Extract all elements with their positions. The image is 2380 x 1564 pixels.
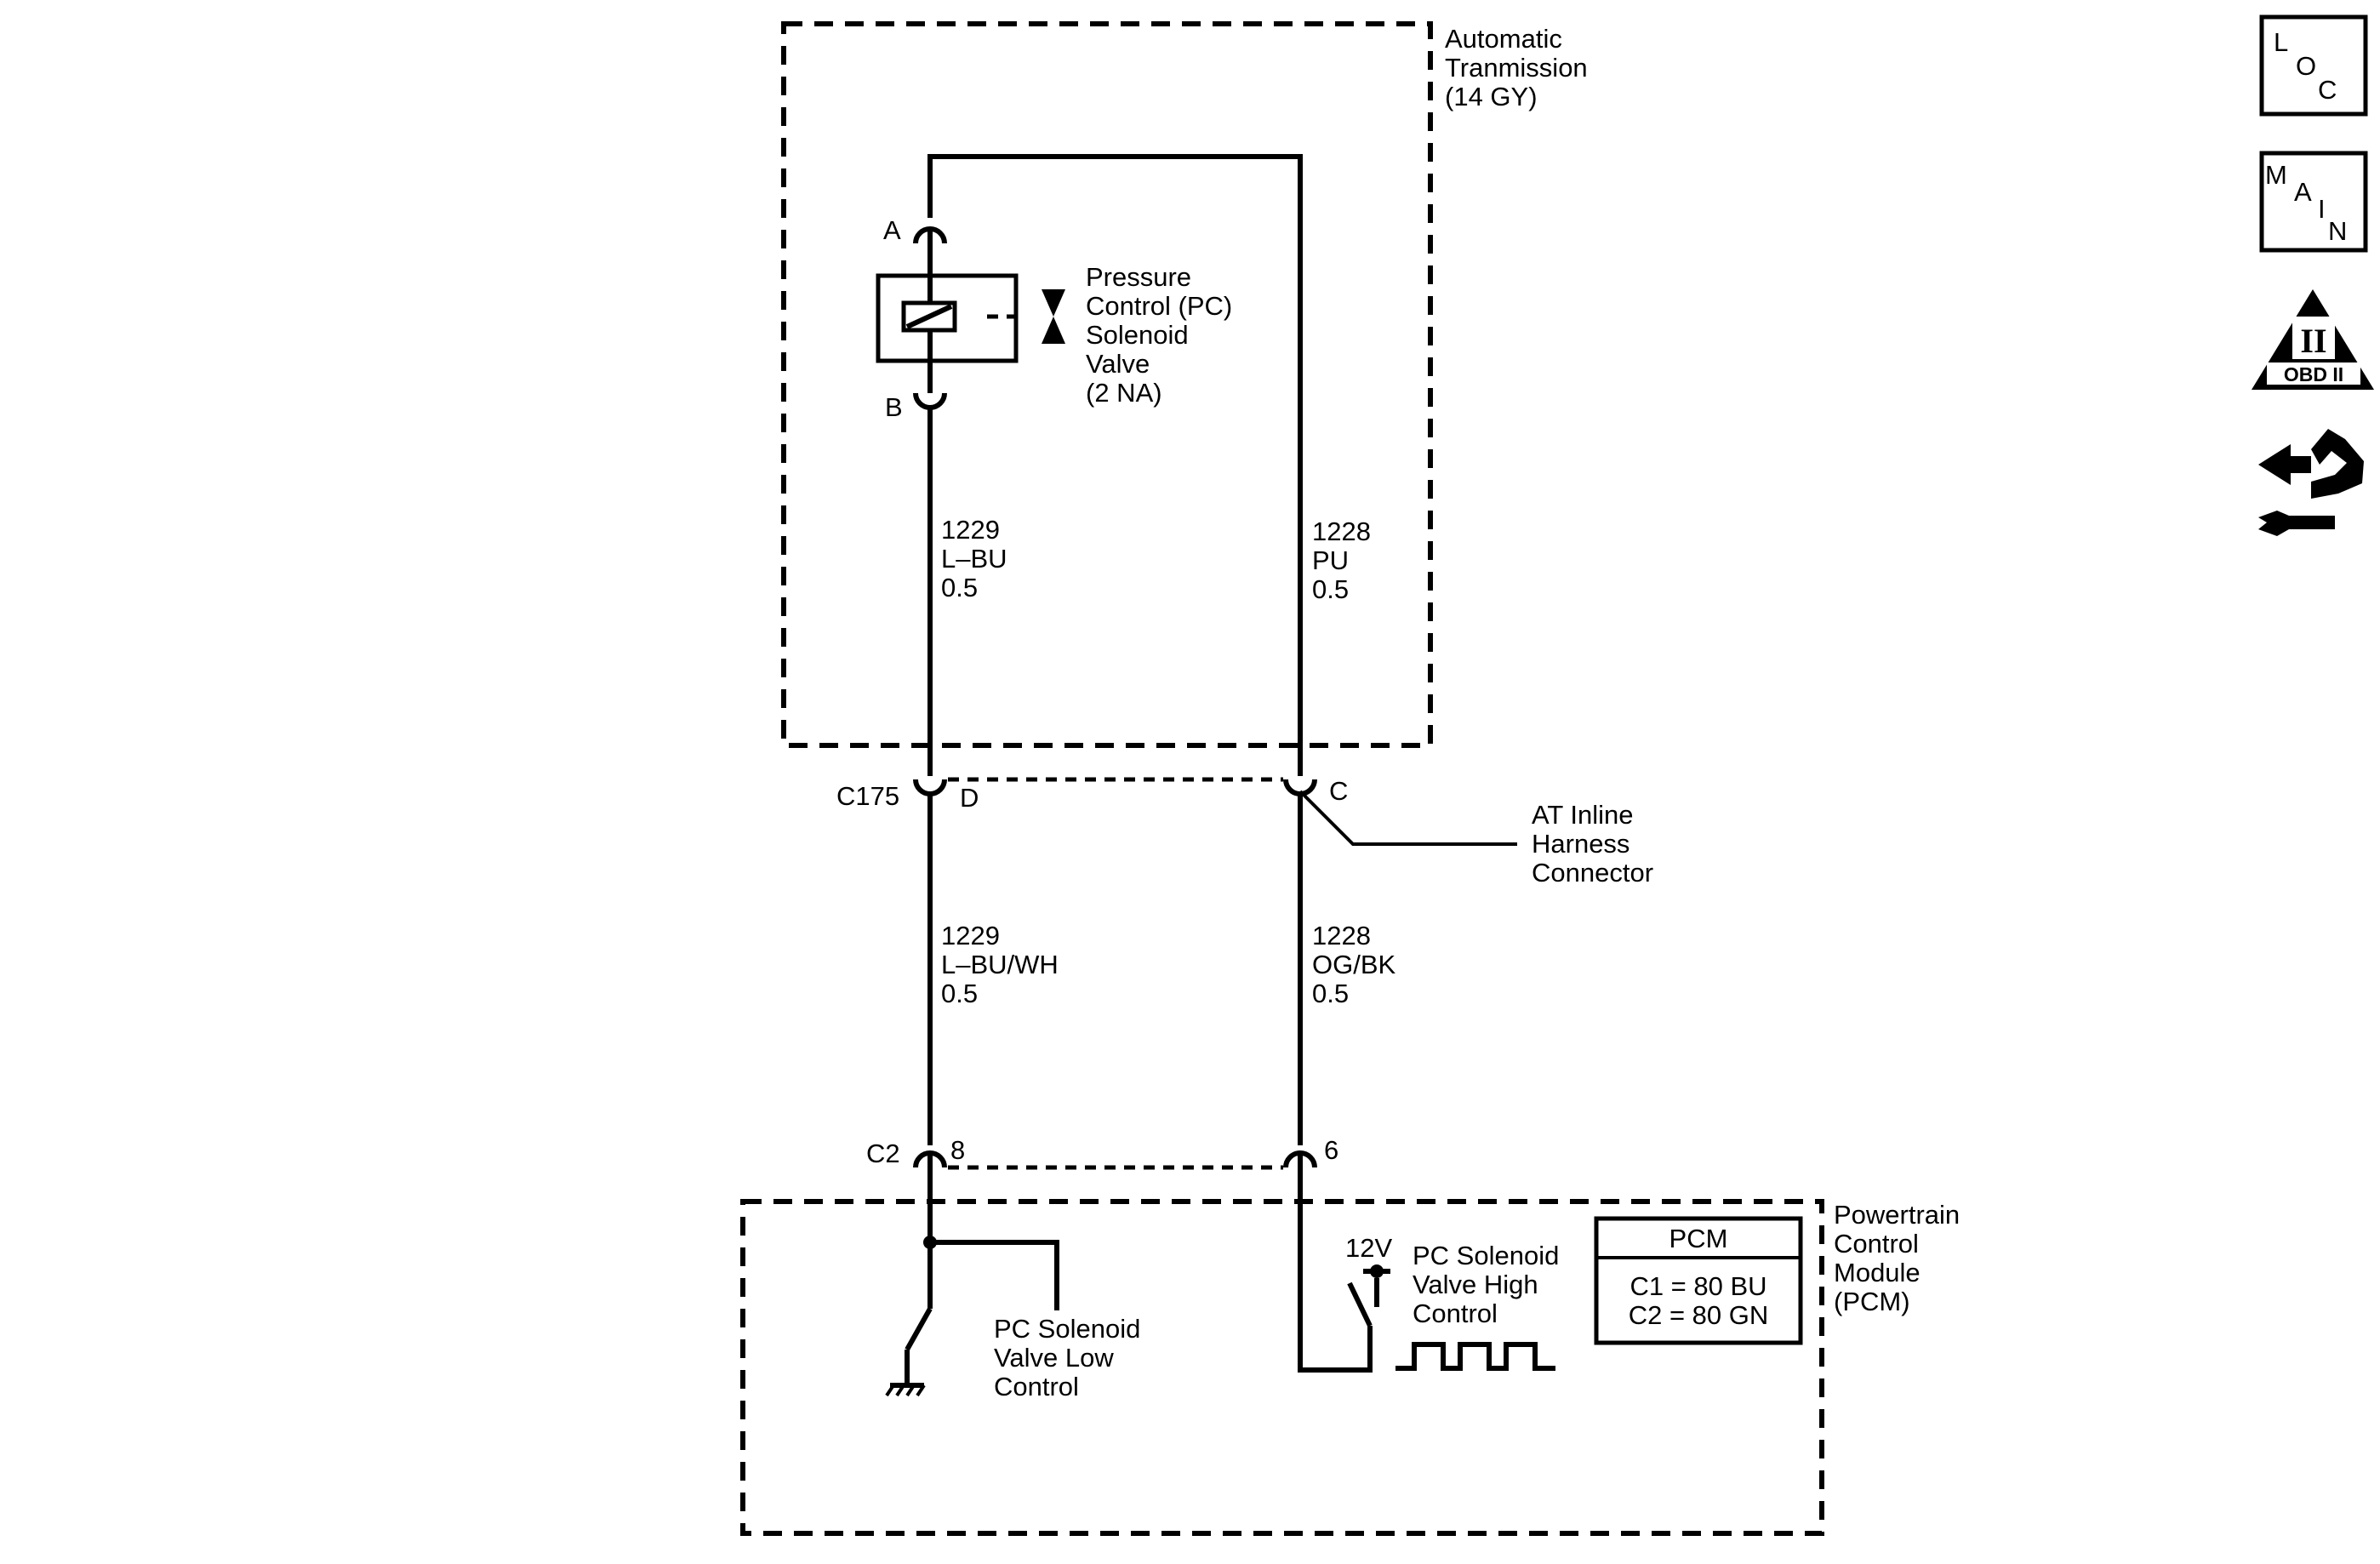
wire-right-bottom-line-2: OG/BK xyxy=(1312,950,1396,979)
wire-right-bottom-line-3: 0.5 xyxy=(1312,979,1349,1008)
low-control-line-2: Valve Low xyxy=(994,1343,1114,1373)
pcm-label-line-1: Powertrain xyxy=(1834,1200,1960,1230)
pcm-label: Powertrain Control Module (PCM) xyxy=(1834,1200,1960,1316)
pwm-waveform xyxy=(1395,1342,1555,1371)
wire-left-top-line-1: 1229 xyxy=(941,515,1000,545)
obd-numeral-plate xyxy=(2292,317,2335,359)
pin-b-connector xyxy=(913,361,947,410)
main-letter-a: A xyxy=(2294,177,2312,207)
solenoid-valve xyxy=(876,273,1065,363)
pin-b-label: B xyxy=(885,392,903,422)
transmission-label-line-2: Tranmission xyxy=(1445,53,1588,83)
solenoid-label-line-2: Control (PC) xyxy=(1086,291,1232,321)
solenoid-label-line-4: Valve xyxy=(1086,349,1150,379)
main-button[interactable]: M A I N xyxy=(2259,151,2368,253)
obd-text: OBD II xyxy=(2284,363,2343,385)
low-control-line-1: PC Solenoid xyxy=(994,1314,1140,1344)
solenoid-label-line-5: (2 NA) xyxy=(1086,378,1162,408)
loc-letter-c: C xyxy=(2318,75,2337,105)
harness-label-line-3: Connector xyxy=(1532,858,1653,888)
pcm-table-row-2: C2 = 80 GN xyxy=(1629,1300,1769,1330)
wire-right-top-line-1: 1228 xyxy=(1312,517,1371,546)
c2-label: C2 xyxy=(866,1139,900,1168)
pcm-connector-table: PCM C1 = 80 BU C2 = 80 GN xyxy=(1594,1216,1803,1345)
harness-label: AT Inline Harness Connector xyxy=(1532,800,1653,888)
loc-letter-l: L xyxy=(2274,27,2288,57)
high-control-label: PC Solenoid Valve High Control xyxy=(1413,1241,1559,1328)
low-control-label: PC Solenoid Valve Low Control xyxy=(994,1314,1140,1401)
connector-tool-icon[interactable] xyxy=(2258,429,2364,536)
solenoid-label-line-3: Solenoid xyxy=(1086,320,1189,350)
pin-6-label: 6 xyxy=(1324,1135,1338,1165)
wire-label-left-bottom: 1229 L–BU/WH 0.5 xyxy=(941,921,1059,1008)
wire-right-bottom-line-1: 1228 xyxy=(1312,921,1371,950)
pin-c-label: C xyxy=(1329,776,1348,806)
wire-right-top-line-3: 0.5 xyxy=(1312,574,1349,604)
wire-top-loop xyxy=(927,154,1303,742)
main-letter-i: I xyxy=(2318,194,2326,224)
pcm-label-line-3: Module xyxy=(1834,1258,1921,1287)
pcm-boundary xyxy=(740,1199,1824,1536)
pcm-label-line-2: Control xyxy=(1834,1229,1919,1259)
pin-8-label: 8 xyxy=(950,1135,965,1165)
harness-label-line-2: Harness xyxy=(1532,829,1629,859)
pcm-table-row-1: C1 = 80 BU xyxy=(1629,1271,1766,1301)
c175-label: C175 xyxy=(836,781,899,811)
low-side-driver xyxy=(885,1202,1059,1397)
obd-text-plate xyxy=(2267,362,2360,385)
high-control-line-3: Control xyxy=(1413,1299,1498,1328)
wire-label-right-bottom: 1228 OG/BK 0.5 xyxy=(1312,921,1396,1008)
high-side-driver xyxy=(1298,1202,1390,1373)
transmission-label-line-1: Automatic xyxy=(1445,24,1562,54)
wire-left-top-line-2: L–BU xyxy=(941,544,1007,574)
pin-a-connector xyxy=(913,226,947,276)
main-letter-n: N xyxy=(2328,216,2347,246)
high-control-line-2: Valve High xyxy=(1413,1270,1538,1299)
solenoid-label-line-1: Pressure xyxy=(1086,262,1191,292)
wire-left-top-line-3: 0.5 xyxy=(941,573,978,602)
pcm-label-line-4: (PCM) xyxy=(1834,1287,1910,1316)
transmission-label: Automatic Tranmission (14 GY) xyxy=(1445,24,1588,111)
transmission-boundary xyxy=(781,21,1433,748)
voltage-label: 12V xyxy=(1345,1233,1392,1263)
harness-label-line-1: AT Inline xyxy=(1532,800,1633,830)
wire-left-bottom-line-2: L–BU/WH xyxy=(941,950,1059,979)
wire-left-bottom-line-1: 1229 xyxy=(941,921,1000,950)
wire-label-left-top: 1229 L–BU 0.5 xyxy=(941,515,1007,602)
harness-leader-line xyxy=(1298,790,1517,846)
obd-ii-button[interactable]: II OBD II xyxy=(2252,289,2374,390)
high-control-line-1: PC Solenoid xyxy=(1413,1241,1559,1270)
obd-numeral: II xyxy=(2300,322,2326,360)
pin-a-label: A xyxy=(883,215,901,245)
solenoid-label: Pressure Control (PC) Solenoid Valve (2 … xyxy=(1086,262,1232,408)
pin-d-label: D xyxy=(960,783,979,813)
wire-right-top-line-2: PU xyxy=(1312,545,1349,575)
loc-button[interactable]: L O C xyxy=(2259,14,2368,117)
wire-label-right-top: 1228 PU 0.5 xyxy=(1312,517,1371,604)
wire-left-bottom-line-3: 0.5 xyxy=(941,979,978,1008)
pcm-table-header: PCM xyxy=(1669,1224,1728,1253)
transmission-label-line-3: (14 GY) xyxy=(1445,82,1538,111)
c2-connector xyxy=(913,1150,1317,1202)
low-control-line-3: Control xyxy=(994,1372,1079,1401)
main-letter-m: M xyxy=(2265,160,2287,190)
loc-letter-o: O xyxy=(2296,51,2316,81)
